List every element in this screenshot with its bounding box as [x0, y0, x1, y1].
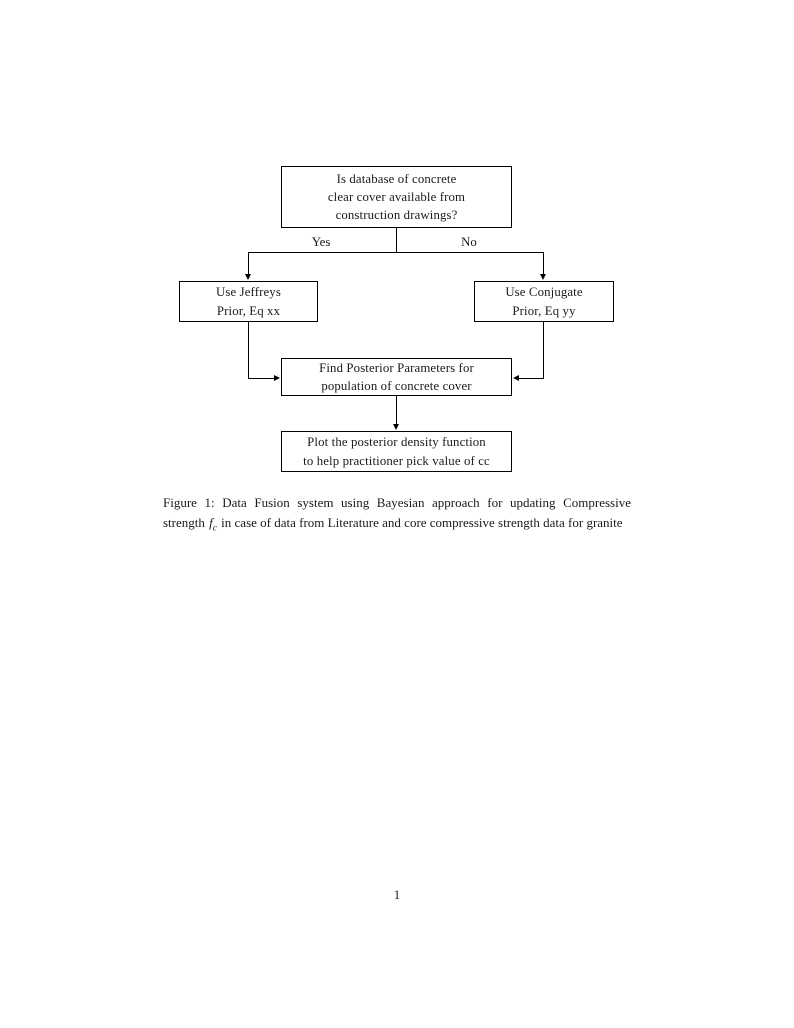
caption-part-2: in case of data from Literature and core…	[217, 514, 623, 530]
flowchart-node-plot-density[interactable]: Plot the posterior density function to h…	[281, 431, 512, 472]
node-question-line-1: Is database of concrete	[336, 171, 457, 186]
flowchart-node-find-posterior[interactable]: Find Posterior Parameters for population…	[281, 358, 512, 396]
arrowhead-no-icon	[539, 274, 546, 280]
connector-conjugate-drop	[543, 322, 544, 379]
node-plot-line-2: to help practitioner pick value of cc	[303, 453, 490, 468]
node-conjugate-line-1: Use Conjugate	[505, 285, 583, 300]
node-question-line-3: construction drawings?	[335, 208, 458, 223]
node-question-line-2: clear cover available from	[327, 189, 466, 204]
connector-conjugate-run	[519, 378, 544, 379]
node-jeffreys-line-2: Prior, Eq xx	[216, 303, 281, 318]
node-jeffreys-line-1: Use Jeffreys	[216, 285, 281, 300]
arrowhead-plot-icon	[392, 424, 399, 430]
branch-label-yes: Yes	[311, 235, 331, 249]
node-conjugate-line-2: Prior, Eq yy	[512, 303, 576, 318]
caption-part-1: Data Fusion system using Bayesian approa…	[163, 495, 631, 530]
caption-prefix: Figure 1:	[163, 495, 215, 510]
arrowhead-conjugate-icon	[513, 374, 519, 381]
node-posterior-line-1: Find Posterior Parameters for	[319, 360, 474, 375]
page-number: 1	[393, 888, 401, 902]
arrowhead-yes-icon	[244, 274, 251, 280]
caption-math-symbol: fc	[208, 514, 218, 534]
node-posterior-line-2: population of concrete cover	[321, 379, 472, 393]
node-plot-line-1: Plot the posterior density function	[307, 435, 486, 450]
connector-posterior-drop	[396, 396, 397, 425]
figure-caption: Figure 1: Data Fusion system using Bayes…	[163, 493, 631, 535]
connector-branch-bar	[248, 252, 544, 253]
connector-yes-drop	[248, 252, 249, 275]
flowchart-node-question[interactable]: Is database of concrete clear cover avai…	[281, 166, 512, 228]
flowchart-node-conjugate-prior[interactable]: Use Conjugate Prior, Eq yy	[474, 281, 614, 322]
flowchart-node-jeffreys-prior[interactable]: Use Jeffreys Prior, Eq xx	[179, 281, 318, 322]
flowchart-diagram: Is database of concrete clear cover avai…	[0, 0, 794, 490]
caption-math-base: f	[209, 514, 213, 530]
arrowhead-jeffreys-icon	[274, 374, 280, 381]
connector-jeffreys-drop	[248, 322, 249, 379]
connector-jeffreys-run	[248, 378, 274, 379]
connector-no-drop	[543, 252, 544, 275]
connector-question-stem	[396, 228, 397, 253]
caption-math-subscript: c	[212, 523, 217, 534]
branch-label-no: No	[461, 235, 477, 249]
